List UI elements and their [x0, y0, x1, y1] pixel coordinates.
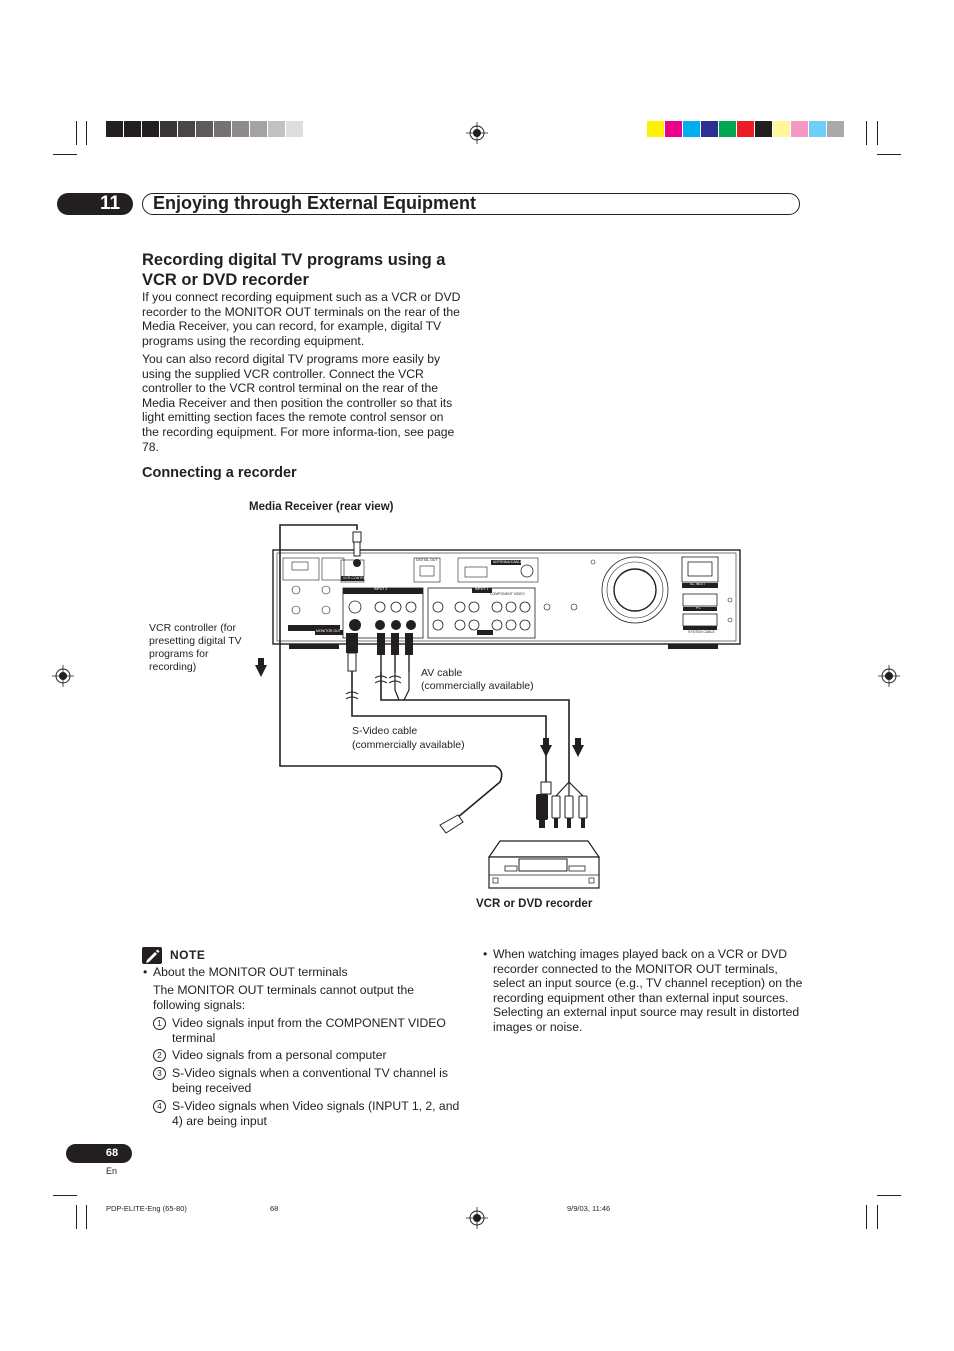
crop-mark: [76, 121, 77, 145]
color-swatch: [737, 121, 755, 137]
panel-label-ac-inlet: AC INLET: [690, 582, 706, 586]
vcr-controller-label: VCR controller (for presetting digital T…: [149, 622, 242, 673]
color-swatch: [683, 121, 701, 137]
receiver-label: Media Receiver (rear view): [249, 501, 394, 513]
media-receiver-rear-panel: [272, 549, 741, 649]
crop-mark: [877, 121, 878, 145]
crop-mark: [877, 1205, 878, 1229]
note-pencil-icon: [142, 947, 162, 964]
grayscale-swatch: [286, 121, 304, 137]
grayscale-swatch: [124, 121, 142, 137]
crop-mark: [86, 121, 87, 145]
registration-target-icon: [466, 122, 488, 144]
registration-target-icon: [52, 665, 74, 687]
grayscale-swatch: [214, 121, 232, 137]
crop-mark: [76, 1205, 77, 1229]
av-cable: [374, 633, 588, 828]
panel-label-input1: INPUT 1: [475, 587, 489, 591]
grayscale-color-bar: [106, 121, 322, 137]
footer-filename: PDP-ELITE-Eng (65-80): [106, 1204, 187, 1213]
intro-paragraph: If you connect recording equipment such …: [142, 290, 461, 348]
color-swatch: [809, 121, 827, 137]
registration-target-icon: [878, 665, 900, 687]
svideo-cable: [345, 633, 552, 828]
note-item-4: S-Video signals when Video signals (INPU…: [172, 1099, 460, 1128]
crop-mark: [877, 154, 901, 155]
color-swatch: [791, 121, 809, 137]
grayscale-swatch: [232, 121, 250, 137]
note-bullet-marker: •: [143, 965, 148, 979]
chapter-number-badge: 11: [57, 193, 133, 215]
panel-label-pc: PC: [696, 606, 701, 610]
process-color-bar: [647, 121, 845, 137]
note-item-2-number: 2: [153, 1048, 166, 1063]
color-swatch: [701, 121, 719, 137]
connection-diagram: [255, 524, 741, 889]
panel-label-system-cable: SYSTEM CABLE: [688, 630, 715, 634]
chapter-title: Enjoying through External Equipment: [153, 193, 477, 213]
note-item-1-number: 1: [153, 1016, 166, 1031]
av-cable-note: (commercially available): [421, 680, 534, 692]
color-swatch: [665, 121, 683, 137]
note-bullet-monitor-out: About the MONITOR OUT terminals: [153, 965, 348, 979]
crop-mark: [866, 121, 867, 145]
crop-mark: [86, 1205, 87, 1229]
grayscale-swatch: [142, 121, 160, 137]
registration-target-icon: [466, 1207, 488, 1229]
panel-label-vcr-control: VCR CONTROL: [343, 576, 369, 580]
color-swatch: [827, 121, 845, 137]
panel-label-component-video: COMPONENT VIDEO: [490, 592, 525, 596]
vcr-controller-cable: [255, 524, 503, 834]
vcr-dvd-recorder: [487, 840, 601, 889]
grayscale-swatch: [250, 121, 268, 137]
crop-mark: [877, 1195, 901, 1196]
vcr-controller-paragraph: You can also record digital TV programs …: [142, 352, 455, 454]
color-swatch: [719, 121, 737, 137]
footer-page: 68: [270, 1204, 279, 1213]
grayscale-swatch: [160, 121, 178, 137]
note-item-3-number: 3: [153, 1066, 166, 1081]
note-bullet-marker: •: [483, 947, 488, 961]
grayscale-swatch: [178, 121, 196, 137]
note-item-4-number: 4: [153, 1099, 166, 1114]
note-title: NOTE: [170, 948, 206, 962]
panel-label-input2: INPUT 2: [374, 587, 388, 591]
crop-mark: [53, 154, 77, 155]
color-swatch: [773, 121, 791, 137]
page-number-badge: 68: [66, 1144, 132, 1163]
panel-label-digital-out: DIGITAL OUT: [416, 558, 438, 562]
panel-label-antenna: ANTENNA/CABLE: [493, 560, 523, 564]
note-intro: The MONITOR OUT terminals cannot output …: [153, 983, 415, 1012]
chapter-title-frame: [142, 193, 800, 215]
color-swatch: [755, 121, 773, 137]
subsection-title: Connecting a recorder: [142, 465, 297, 481]
page-language: En: [106, 1166, 118, 1176]
section-title: Recording digital TV programs using a VC…: [142, 251, 446, 289]
av-cable-label: AV cable: [421, 667, 463, 679]
grayscale-swatch: [268, 121, 286, 137]
note-item-1: Video signals input from the COMPONENT V…: [172, 1016, 446, 1045]
svideo-cable-label: S-Video cable: [352, 725, 418, 737]
color-swatch: [647, 121, 665, 137]
svideo-cable-note: (commercially available): [352, 739, 465, 751]
recorder-label: VCR or DVD recorder: [476, 898, 593, 910]
grayscale-swatch: [304, 121, 322, 137]
note-bullet-playback: When watching images played back on a VC…: [493, 947, 803, 1034]
note-item-3: S-Video signals when a conventional TV c…: [172, 1066, 448, 1095]
grayscale-swatch: [106, 121, 124, 137]
footer-timestamp: 9/9/03, 11:46: [567, 1204, 611, 1213]
crop-mark: [53, 1195, 77, 1196]
panel-label-monitor-out: MONITOR OUT: [316, 629, 341, 633]
note-item-2: Video signals from a personal computer: [172, 1048, 387, 1062]
crop-mark: [866, 1205, 867, 1229]
grayscale-swatch: [196, 121, 214, 137]
